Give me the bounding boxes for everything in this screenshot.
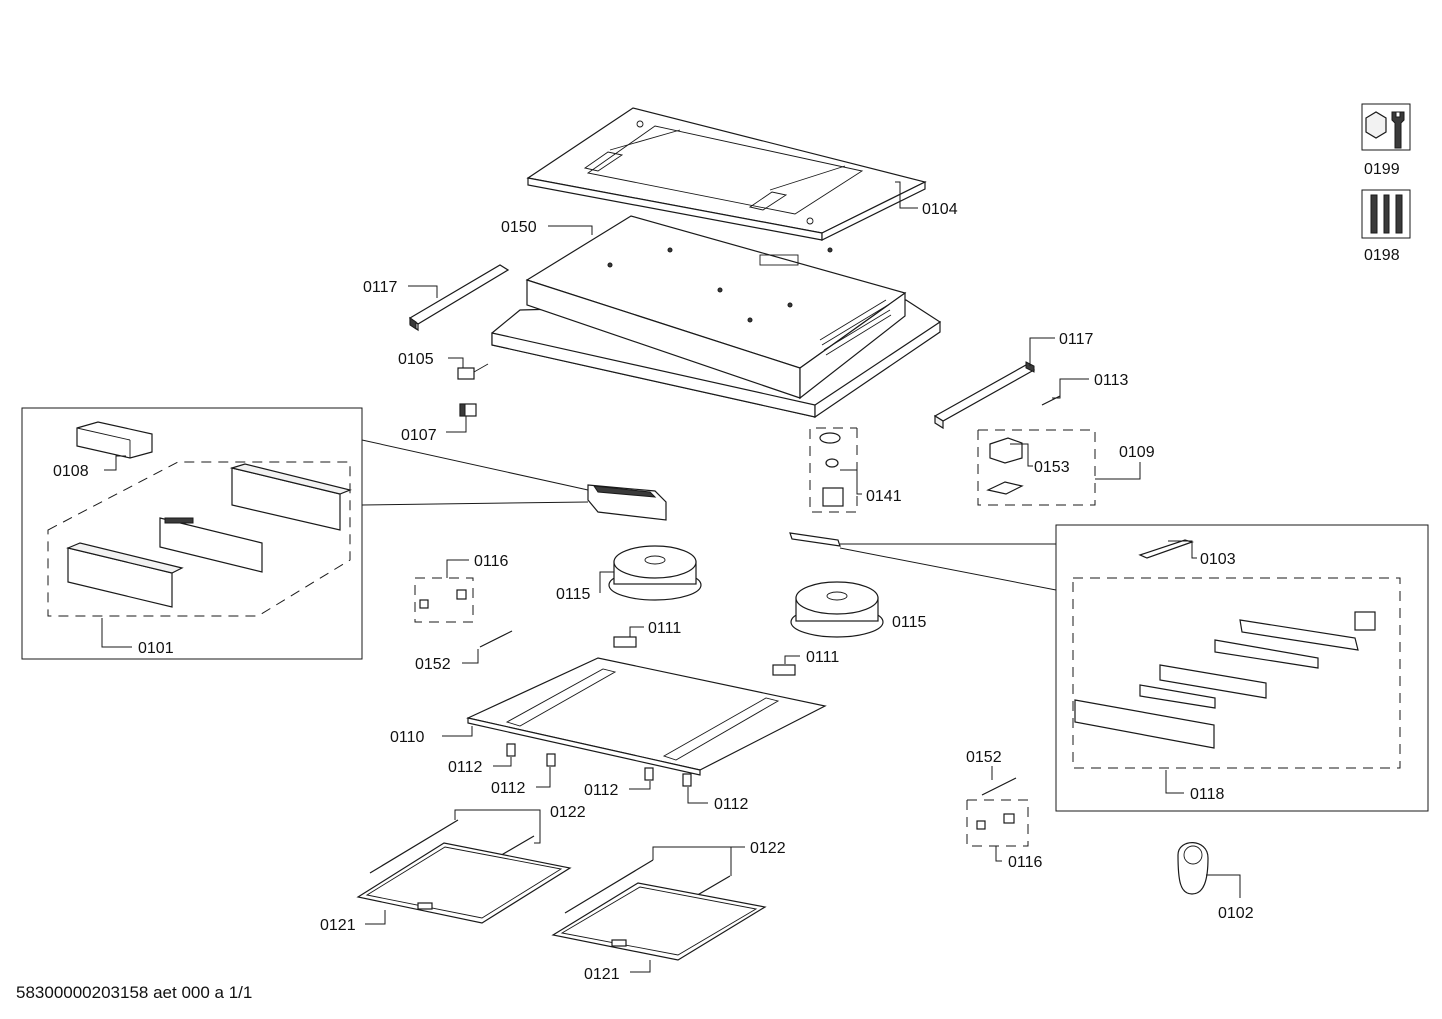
part-0108-cover[interactable] — [76, 421, 153, 459]
label-0198: 0198 — [1364, 247, 1400, 264]
part-0121-filter-right[interactable] — [551, 882, 767, 961]
part-0152-rod-left[interactable] — [479, 630, 513, 648]
label-0116-right: 0116 — [1008, 854, 1043, 871]
part-0112-pins[interactable] — [506, 743, 692, 787]
label-0121-left: 0121 — [320, 917, 356, 934]
label-0122-right: 0122 — [750, 840, 786, 857]
part-0121-filter-left[interactable] — [356, 842, 572, 924]
label-0113: 0113 — [1094, 372, 1129, 389]
part-0111-clip-left[interactable] — [613, 636, 637, 648]
document-footer: 58300000203158 aet 000 a 1/1 — [16, 983, 252, 1002]
part-0116-clip-left[interactable] — [419, 589, 467, 609]
label-0109: 0109 — [1119, 444, 1155, 461]
part-0111-clip-right[interactable] — [772, 664, 796, 676]
screws-icon — [1361, 189, 1411, 239]
part-0117-rail-right[interactable] — [933, 361, 1036, 430]
label-0108: 0108 — [53, 463, 89, 480]
group-0109 — [977, 429, 1096, 506]
part-0109-bracket[interactable] — [986, 481, 1024, 495]
label-0121-right: 0121 — [584, 966, 620, 983]
detail-box-0118 — [1055, 524, 1429, 812]
part-control-unit[interactable] — [587, 484, 667, 521]
label-0104: 0104 — [922, 201, 958, 218]
label-0152-left: 0152 — [415, 656, 451, 673]
part-0115-fan-right[interactable] — [790, 581, 884, 638]
label-0112-a: 0112 — [448, 759, 483, 776]
label-0115-left: 0115 — [556, 586, 591, 603]
part-labels: 0104 0150 0117 0117 0105 0107 0113 0108 … — [53, 161, 1400, 983]
part-0110-base-plate[interactable] — [466, 657, 827, 776]
label-0105: 0105 — [398, 351, 434, 368]
group-0116-right — [966, 799, 1029, 847]
part-0118-control-panel[interactable] — [1074, 611, 1376, 749]
part-0113-pin[interactable] — [1041, 395, 1061, 406]
part-0141-parts[interactable] — [819, 432, 844, 507]
leader-lines — [101, 181, 1241, 973]
part-0152-rod-right[interactable] — [981, 777, 1017, 796]
label-0122-left: 0122 — [550, 804, 586, 821]
label-0110: 0110 — [390, 729, 425, 746]
part-0103-bracket[interactable] — [1138, 539, 1194, 559]
label-0112-d: 0112 — [714, 796, 749, 813]
part-0115-fan-left[interactable] — [608, 545, 702, 601]
label-0111-right: 0111 — [806, 649, 839, 666]
label-0107: 0107 — [401, 427, 437, 444]
detail-box-0101 — [21, 407, 363, 660]
group-0116-left — [414, 577, 474, 623]
label-0116-left: 0116 — [474, 553, 509, 570]
part-0116-clip-right[interactable] — [976, 813, 1015, 830]
part-0150-hood-body[interactable] — [491, 215, 942, 419]
label-0118: 0118 — [1190, 786, 1225, 803]
label-0117-right: 0117 — [1059, 331, 1094, 348]
part-0153-terminal[interactable] — [989, 437, 1023, 464]
label-0111-left: 0111 — [648, 620, 681, 637]
part-0102-remote-control[interactable] — [1177, 842, 1209, 895]
label-0103: 0103 — [1200, 551, 1236, 568]
part-0105-clip[interactable] — [457, 363, 489, 380]
label-0153: 0153 — [1034, 459, 1070, 476]
part-0101-control-module[interactable] — [66, 463, 352, 608]
label-0141: 0141 — [866, 488, 902, 505]
part-0117-rail-left[interactable] — [408, 264, 510, 332]
wrench-icon — [1361, 103, 1411, 151]
label-0102: 0102 — [1218, 905, 1254, 922]
label-0115-right: 0115 — [892, 614, 927, 631]
label-0112-b: 0112 — [491, 780, 526, 797]
label-0199: 0199 — [1364, 161, 1400, 178]
label-0150: 0150 — [501, 219, 537, 236]
part-0103-small-board[interactable] — [789, 532, 841, 547]
label-0152-right: 0152 — [966, 749, 1002, 766]
label-0101: 0101 — [138, 640, 174, 657]
part-0104-top-frame[interactable] — [526, 107, 927, 241]
part-0107-plug[interactable] — [459, 403, 477, 417]
label-0112-c: 0112 — [584, 782, 619, 799]
label-0117-left: 0117 — [363, 279, 398, 296]
